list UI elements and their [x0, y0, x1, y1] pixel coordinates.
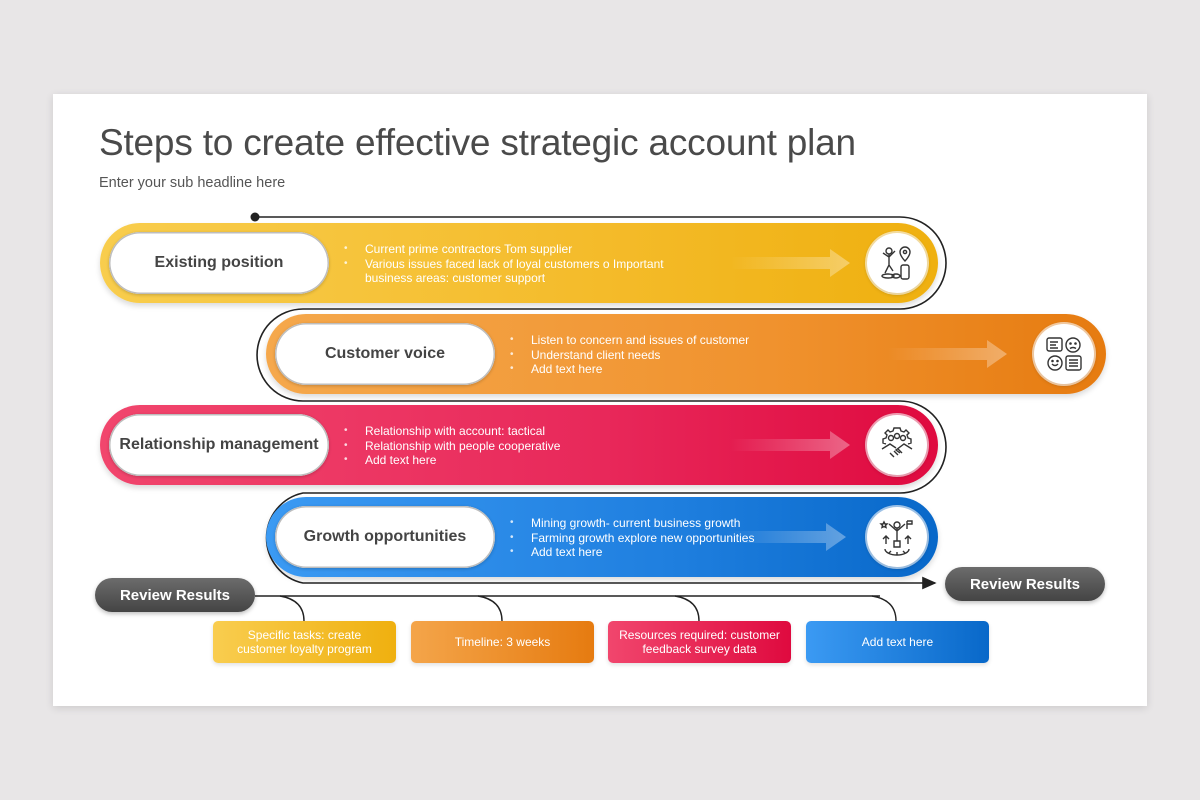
step-customer-voice: Customer voice Listen to concern and iss… [266, 314, 1106, 394]
step-label: Customer voice [275, 323, 495, 385]
arrow-right-icon [726, 523, 846, 551]
step-label: Relationship management [109, 414, 329, 476]
customer-feedback-icon [1034, 324, 1094, 384]
bullet-item: Add text here [510, 362, 749, 377]
arrow-right-icon [730, 431, 850, 459]
card-resources-required: Resources required: customer feedback su… [608, 621, 791, 663]
bullet-item: Understand client needs [510, 348, 749, 363]
bullet-item: Add text here [510, 545, 754, 560]
growth-person-gear-icon [867, 507, 927, 567]
step-bullets: Listen to concern and issues of customer… [510, 333, 749, 377]
page-title: Steps to create effective strategic acco… [99, 122, 856, 163]
step-growth-opportunities: Growth opportunities Mining growth- curr… [266, 497, 938, 577]
step-relationship-management: Relationship management Relationship wit… [100, 405, 938, 485]
arrow-right-icon [887, 340, 1007, 368]
review-results-end: Review Results [945, 567, 1105, 601]
bullet-item: Relationship with account: tactical [344, 424, 560, 439]
card-specific-tasks: Specific tasks: create customer loyalty … [213, 621, 396, 663]
bullet-item: Add text here [344, 453, 560, 468]
step-existing-position: Existing position Current prime contract… [100, 223, 938, 303]
card-timeline: Timeline: 3 weeks [411, 621, 594, 663]
achievement-milestone-icon [867, 233, 927, 293]
step-bullets: Relationship with account: tactical Rela… [344, 424, 560, 468]
step-bullets: Current prime contractors Tom supplier V… [344, 242, 684, 286]
review-results-start: Review Results [95, 578, 255, 612]
bullet-item: Listen to concern and issues of customer [510, 333, 749, 348]
bullet-item: Current prime contractors Tom supplier [344, 242, 684, 257]
bullet-item: Various issues faced lack of loyal custo… [344, 257, 684, 286]
bullet-item: Relationship with people cooperative [344, 439, 560, 454]
arrow-right-icon [730, 249, 850, 277]
card-add-text: Add text here [806, 621, 989, 663]
bullet-item: Farming growth explore new opportunities [510, 531, 754, 546]
step-label: Existing position [109, 232, 329, 294]
handshake-team-gear-icon [867, 415, 927, 475]
bullet-item: Mining growth- current business growth [510, 516, 754, 531]
step-label: Growth opportunities [275, 506, 495, 568]
page-subtitle: Enter your sub headline here [99, 175, 286, 191]
step-bullets: Mining growth- current business growth F… [510, 516, 754, 560]
